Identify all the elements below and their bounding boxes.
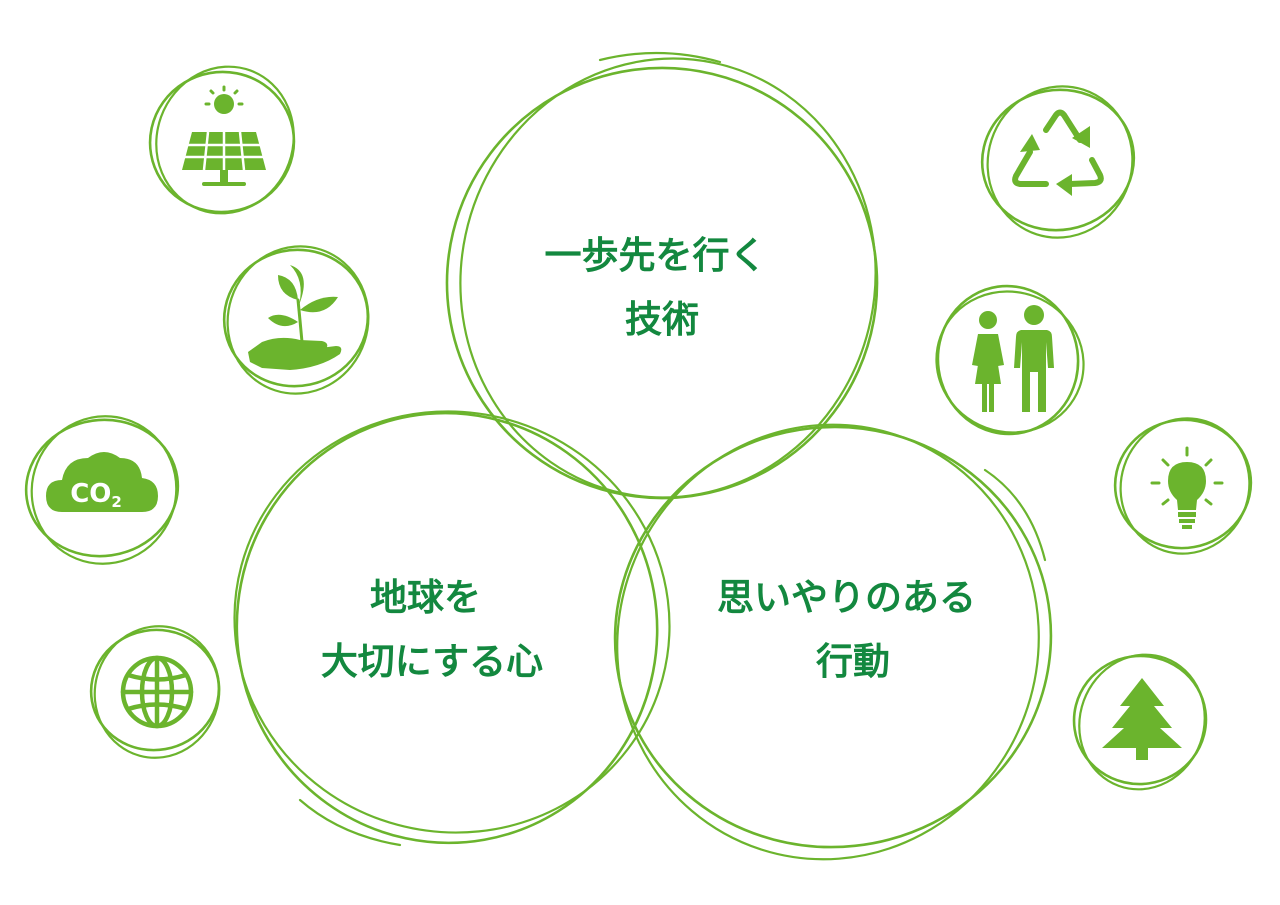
venn-label-earth: 地球を 大切にする心 <box>321 576 543 683</box>
solar-panel-icon <box>148 65 296 215</box>
venn-circle-technology <box>445 51 879 500</box>
light-bulb-icon <box>1113 417 1253 555</box>
co2-text: CO2 <box>70 479 122 511</box>
co2-cloud-icon: CO2 <box>24 415 180 565</box>
venn-circle-earth <box>233 410 671 847</box>
recycle-icon <box>980 85 1136 239</box>
venn-label-technology: 一歩先を行く 技術 <box>545 234 780 341</box>
venn-label-action: 思いやりのある 行動 <box>717 576 989 683</box>
venn-circle-action <box>613 423 1053 861</box>
people-icon <box>935 284 1085 436</box>
sprout-in-hand-icon <box>222 245 370 395</box>
globe-icon <box>89 625 221 759</box>
tree-icon <box>1072 653 1208 791</box>
